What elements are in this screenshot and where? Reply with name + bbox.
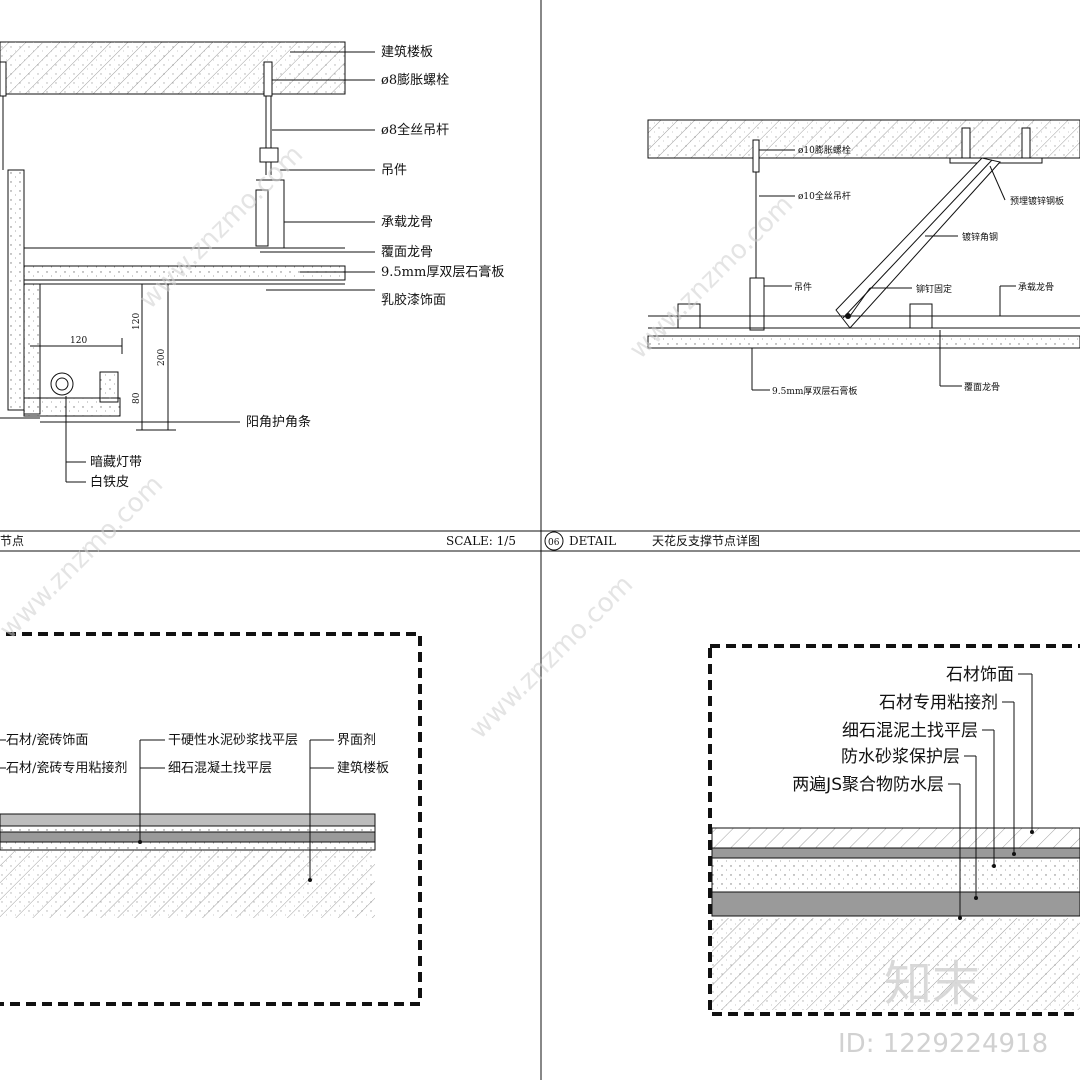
leader-lines [751, 149, 1016, 391]
label-interface-agent: 界面剂 [337, 733, 376, 748]
label-rivet: 铆钉固定 [916, 283, 952, 295]
dashed-frame [0, 632, 422, 1006]
panel-ceiling-bracing-detail: ø10膨胀螺栓 ø10全丝吊杆 预埋镀锌钢板 镀锌角钢 吊件 铆钉固定 承载龙骨… [544, 119, 1080, 551]
label-corner-guard: 阳角护角条 [246, 414, 311, 430]
dim-120-vertical: 120 [132, 313, 142, 330]
label-hanger: 吊件 [794, 281, 812, 293]
leader-lines [40, 51, 375, 483]
hidden-light-strip [50, 372, 74, 396]
leader-lines [948, 673, 1034, 920]
panel-scale: SCALE: 1/5 [446, 534, 516, 548]
label-dry-mortar: 干硬性水泥砂浆找平层 [168, 733, 298, 748]
label-js-waterproof: 两遍JS聚合物防水层 [792, 775, 944, 795]
label-angle-steel: 镀锌角钢 [962, 231, 998, 243]
panel-floor-tile-detail: 石材/瓷砖饰面 石材/瓷砖专用粘接剂 干硬性水泥砂浆找平层 细石混凝土找平层 界… [0, 632, 422, 1006]
hanger-rod-right [255, 61, 285, 249]
gypsum-board [23, 265, 346, 281]
label-stone-adhesive: 石材专用粘接剂 [879, 693, 998, 713]
dimension-lines: 120 120 200 80 [30, 284, 176, 431]
panel-ceiling-lightbox-detail: 120 120 200 80 建筑楼板 ø8膨胀螺栓 ø8全丝吊杆 吊件 [0, 41, 516, 548]
watermark-site-3: www.znzmo.com [0, 470, 169, 645]
label-building-slab: 建筑楼板 [337, 760, 389, 776]
label-embedded-plate: 预埋镀锌钢板 [1010, 195, 1064, 207]
panel-title: 天花反支撑节点详图 [652, 533, 760, 548]
label-gypsum-board: 9.5mm厚双层石膏板 [381, 264, 504, 280]
detail-number-circle [544, 531, 564, 551]
watermark-site-1: www.znzmo.com [134, 140, 309, 315]
detail-tag: DETAIL [569, 534, 616, 548]
label-stone-finish: 石材饰面 [946, 665, 1014, 685]
label-building-slab: 建筑楼板 [381, 44, 433, 60]
watermark-brand: 知末 [884, 956, 980, 1012]
label-threaded-rod: ø10全丝吊杆 [798, 190, 851, 202]
hanger-rod-left [0, 61, 7, 170]
label-gypsum-board: 9.5mm厚双层石膏板 [772, 385, 857, 397]
dim-120-horizontal: 120 [70, 336, 87, 346]
dashed-frame [708, 644, 1080, 1016]
watermark-site-4: www.znzmo.com [464, 570, 639, 745]
label-hanger: 吊件 [381, 163, 407, 178]
dim-200-vertical: 200 [157, 349, 167, 366]
label-expansion-bolt: ø10膨胀螺栓 [798, 144, 851, 156]
panel-floor-waterproof-detail: 石材饰面 石材专用粘接剂 细石混泥土找平层 防水砂浆保护层 两遍JS聚合物防水层 [708, 644, 1080, 1016]
label-expansion-bolt: ø8膨胀螺栓 [381, 73, 449, 88]
label-tile-finish: 石材/瓷砖饰面 [6, 733, 88, 748]
panel-title-fragment: 节点 [0, 534, 24, 548]
detail-number: 06 [548, 538, 560, 548]
label-main-keel: 承载龙骨 [1018, 281, 1054, 293]
label-tile-adhesive: 石材/瓷砖专用粘接剂 [6, 760, 127, 776]
label-cover-keel: 覆面龙骨 [964, 381, 1000, 393]
label-hidden-light-strip: 暗藏灯带 [90, 455, 142, 470]
label-main-keel: 承载龙骨 [381, 215, 433, 230]
label-fine-concrete: 细石混凝土找平层 [168, 760, 272, 776]
label-cover-keel: 覆面龙骨 [381, 245, 433, 260]
galvanized-angle-steel [835, 157, 1001, 329]
watermark-id: ID: 1229224918 [838, 1029, 1048, 1059]
label-waterproof-mortar: 防水砂浆保护层 [841, 747, 960, 767]
dim-80-vertical: 80 [132, 392, 142, 404]
label-fine-concrete: 细石混泥土找平层 [842, 721, 978, 741]
label-latex-paint: 乳胶漆饰面 [381, 292, 446, 308]
label-threaded-rod: ø8全丝吊杆 [381, 122, 449, 138]
leader-lines [0, 739, 334, 882]
gypsum-board [647, 335, 1080, 349]
label-galvanized-sheet: 白铁皮 [90, 474, 129, 490]
